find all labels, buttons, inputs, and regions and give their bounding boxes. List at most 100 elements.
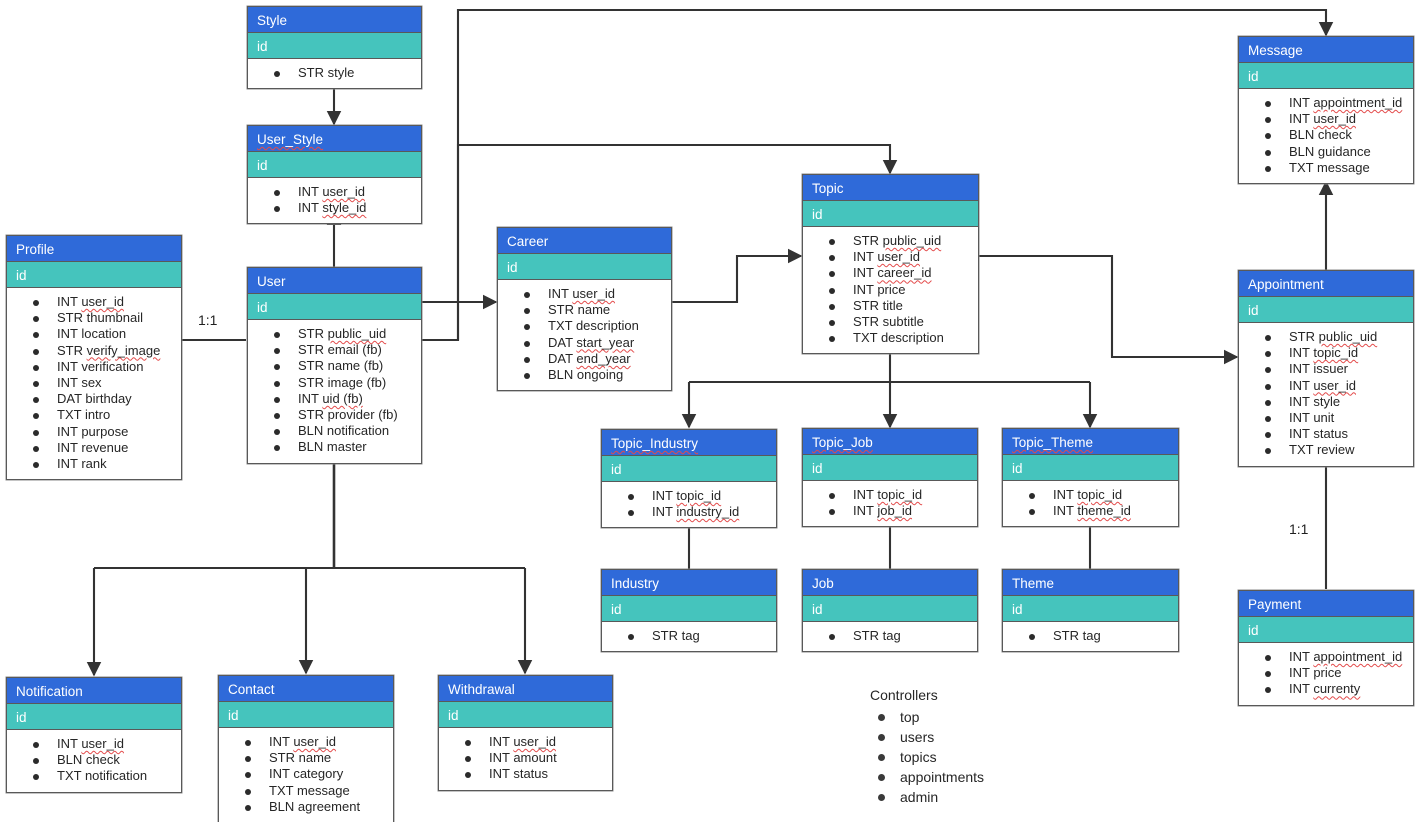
entity-attributes-job: STR tag — [803, 622, 977, 652]
attribute-row: INT user_id — [223, 734, 389, 750]
attribute-row: STR verify_image — [11, 343, 177, 359]
attribute-row: INT revenue — [11, 440, 177, 456]
attribute-row: TXT review — [1243, 442, 1409, 458]
attribute-row: TXT message — [223, 783, 389, 799]
attribute-row: DAT end_year — [502, 351, 667, 367]
connector-topic-appointment — [979, 254, 1239, 365]
attribute-row: INT user_id — [1243, 111, 1409, 127]
attribute-row: BLN check — [11, 752, 177, 768]
entity-pk-theme: id — [1003, 596, 1178, 622]
attribute-row: INT theme_id — [1007, 503, 1174, 519]
entity-title-industry: Industry — [602, 570, 776, 596]
entity-attributes-industry: STR tag — [602, 622, 776, 652]
attribute-row: INT amount — [443, 750, 608, 766]
attribute-row: INT purpose — [11, 424, 177, 440]
controllers-legend-title: Controllers — [870, 687, 938, 703]
entity-pk-payment: id — [1239, 617, 1413, 643]
entity-title-profile: Profile — [7, 236, 181, 262]
entity-pk-industry: id — [602, 596, 776, 622]
attribute-row: INT status — [443, 766, 608, 782]
entity-title-topic_theme: Topic_Theme — [1003, 429, 1178, 455]
attribute-row: INT issuer — [1243, 361, 1409, 377]
entity-pk-topic: id — [803, 201, 978, 227]
entity-title-contact: Contact — [219, 676, 393, 702]
entity-pk-withdrawal: id — [439, 702, 612, 728]
attribute-row: STR image (fb) — [252, 375, 417, 391]
entity-title-career: Career — [498, 228, 671, 254]
attribute-row: TXT message — [1243, 160, 1409, 176]
entity-pk-appointment: id — [1239, 297, 1413, 323]
attribute-row: INT user_id — [11, 294, 177, 310]
controller-item-topics: topics — [870, 747, 984, 767]
attribute-row: STR name — [502, 302, 667, 318]
attribute-row: INT user_id — [252, 184, 417, 200]
entity-attributes-theme: STR tag — [1003, 622, 1178, 652]
attribute-row: INT sex — [11, 375, 177, 391]
attribute-row: INT industry_id — [606, 504, 772, 520]
attribute-row: TXT description — [807, 330, 974, 346]
entity-title-job: Job — [803, 570, 977, 596]
entity-title-style: Style — [248, 7, 421, 33]
attribute-row: INT currenty — [1243, 681, 1409, 697]
controller-item-users: users — [870, 727, 984, 747]
attribute-row: INT style_id — [252, 200, 417, 216]
entity-pk-user: id — [248, 294, 421, 320]
attribute-row: STR public_uid — [807, 233, 974, 249]
attribute-row: BLN agreement — [223, 799, 389, 815]
entity-title-user: User — [248, 268, 421, 294]
entity-pk-topic_theme: id — [1003, 455, 1178, 481]
attribute-row: BLN guidance — [1243, 144, 1409, 160]
attribute-row: INT user_id — [11, 736, 177, 752]
entity-title-withdrawal: Withdrawal — [439, 676, 612, 702]
entity-pk-style: id — [248, 33, 421, 59]
entity-title-topic_job: Topic_Job — [803, 429, 977, 455]
attribute-row: INT price — [1243, 665, 1409, 681]
attribute-row: INT job_id — [807, 503, 973, 519]
controller-item-top: top — [870, 707, 984, 727]
attribute-row: STR tag — [606, 628, 772, 644]
entity-title-appointment: Appointment — [1239, 271, 1413, 297]
controller-item-admin: admin — [870, 787, 984, 807]
entity-attributes-style: STR style — [248, 59, 421, 89]
entity-pk-topic_industry: id — [602, 456, 776, 482]
entity-title-topic_industry: Topic_Industry — [602, 430, 776, 456]
attribute-row: INT topic_id — [606, 488, 772, 504]
attribute-row: BLN ongoing — [502, 367, 667, 383]
attribute-row: BLN notification — [252, 423, 417, 439]
attribute-row: INT topic_id — [1007, 487, 1174, 503]
attribute-row: INT user_id — [807, 249, 974, 265]
attribute-row: TXT intro — [11, 407, 177, 423]
attribute-row: INT category — [223, 766, 389, 782]
attribute-row: STR name — [223, 750, 389, 766]
entity-pk-contact: id — [219, 702, 393, 728]
